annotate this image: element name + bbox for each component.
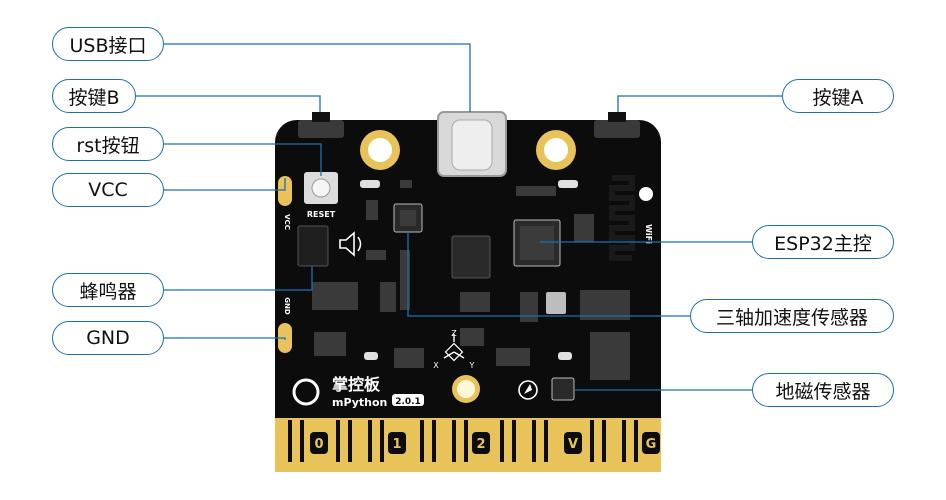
callout-esp32: ESP32主控 bbox=[752, 225, 894, 259]
brand-text: 掌控板 bbox=[332, 375, 381, 394]
button-a bbox=[594, 120, 640, 138]
callout-gnd: GND bbox=[52, 321, 164, 355]
axis-z-text: Z bbox=[451, 329, 457, 338]
reset-text: RESET bbox=[307, 210, 336, 219]
speaker-icon bbox=[339, 231, 355, 257]
buzzer bbox=[297, 225, 329, 267]
axis-y-text: Y bbox=[469, 361, 475, 370]
gnd-text: GND bbox=[283, 297, 291, 315]
callout-magnetometer: 地磁传感器 bbox=[752, 373, 894, 407]
callout-button-b: 按键B bbox=[52, 79, 136, 113]
callout-button-a: 按键A bbox=[782, 79, 894, 113]
callout-buzzer: 蜂鸣器 bbox=[52, 273, 164, 307]
crystal bbox=[546, 292, 566, 314]
pin-label-g: G bbox=[646, 437, 657, 452]
callout-rst-button: rst按钮 bbox=[52, 127, 164, 161]
vcc-text: VCC bbox=[283, 214, 291, 230]
flash-chip bbox=[451, 235, 491, 279]
leader-lines bbox=[136, 43, 782, 391]
mpython-text: mPython bbox=[332, 396, 387, 409]
pin-label-0: 0 bbox=[314, 437, 323, 452]
edge-pin-pads bbox=[310, 432, 660, 454]
edge-connector-fingers bbox=[288, 420, 638, 462]
pin-label-1: 1 bbox=[392, 437, 401, 452]
bluetooth-icon bbox=[639, 187, 653, 201]
magnetometer-chip bbox=[551, 377, 575, 401]
wifi-text: WiFi bbox=[644, 224, 653, 244]
brand-logo-icon bbox=[292, 378, 320, 406]
version-text: 2.0.1 bbox=[395, 397, 421, 407]
axis-x-text: X bbox=[433, 361, 439, 370]
pin-label-v: V bbox=[568, 437, 578, 452]
antenna bbox=[609, 175, 635, 261]
vcc-pad bbox=[278, 176, 292, 206]
pin-label-2: 2 bbox=[476, 437, 485, 452]
compass-icon bbox=[518, 380, 538, 400]
passive-components bbox=[312, 180, 630, 380]
button-b bbox=[298, 120, 344, 138]
callout-vcc: VCC bbox=[52, 173, 164, 207]
callout-accelerometer: 三轴加速度传感器 bbox=[690, 299, 894, 333]
callout-usb: USB接口 bbox=[52, 27, 164, 61]
